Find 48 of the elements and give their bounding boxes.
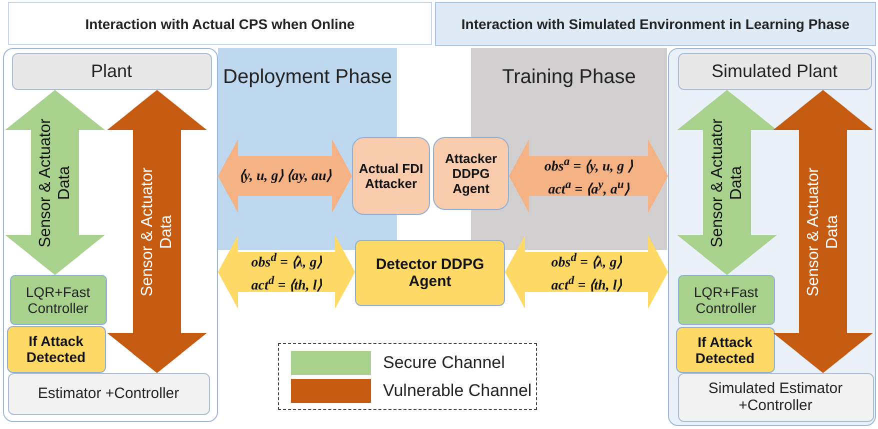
double-arrow — [218, 235, 355, 309]
double-arrow — [107, 90, 207, 373]
process-box — [10, 274, 106, 324]
edge-label: obs$^{d}$ = ⟨λ, g⟩ act$^{d}$ = ⟨th, l⟩ — [550, 253, 623, 291]
phase-band — [218, 48, 397, 137]
process-box — [678, 372, 874, 422]
double-arrow — [677, 90, 777, 275]
process-box — [8, 372, 210, 414]
process-box — [6, 326, 106, 372]
node-label: Simulated Estimator +Controller — [707, 380, 844, 414]
header-text: Interaction with Simulated Environment in Learning Phase — [461, 16, 850, 32]
node-label: Detector DDPG Agent — [374, 256, 486, 290]
double-arrow — [509, 139, 668, 213]
double-arrow — [218, 139, 352, 213]
header-text: Interaction with Actual CPS when Online — [85, 16, 355, 32]
phase-label: Deployment Phase — [223, 66, 392, 89]
process-box — [676, 326, 774, 372]
edge-label: Sensor & Actuator Data — [804, 166, 842, 298]
agent-box — [352, 137, 430, 215]
node-label: LQR+Fast Controller — [24, 284, 92, 316]
node-label: Simulated Plant — [711, 60, 838, 82]
process-box — [678, 274, 774, 324]
node-label: Plant — [90, 60, 132, 82]
header-box — [8, 2, 432, 45]
agent-box — [355, 240, 505, 306]
node-label: If Attack Detected — [25, 333, 87, 365]
double-arrow — [505, 235, 668, 309]
double-arrow — [773, 90, 873, 373]
agent-box — [433, 137, 509, 210]
node-label: Actual FDI Attacker — [358, 161, 424, 191]
header-box — [435, 2, 876, 46]
node-label: Estimator +Controller — [38, 385, 180, 402]
process-box — [678, 52, 872, 90]
node-label: If Attack Detected — [694, 334, 756, 366]
node-label: LQR+Fast Controller — [692, 284, 760, 316]
phase-band — [471, 48, 667, 137]
edge-label: Sensor & Actuator Data — [708, 117, 746, 249]
double-arrow — [5, 90, 105, 275]
legend-label: Vulnerable Channel — [383, 381, 532, 401]
edge-label: obs$^{a}$ = ⟨y, u, g ⟩ act$^{a}$ = ⟨a$^{y}$, a$^{u}$⟩ — [543, 157, 634, 195]
process-box — [12, 52, 212, 90]
edge-label: ⟨y, u, g⟩ ⟨ay, au⟩ — [238, 168, 332, 186]
node-label: Attacker DDPG Agent — [444, 151, 498, 196]
edge-label: obs$^{d}$ = ⟨λ, g⟩ act$^{d}$ = ⟨th, l⟩ — [250, 253, 323, 291]
legend-label: Secure Channel — [383, 353, 505, 373]
edge-label: Sensor & Actuator Data — [36, 117, 74, 249]
phase-label: Training Phase — [502, 66, 636, 89]
edge-label: Sensor & Actuator Data — [138, 166, 176, 298]
